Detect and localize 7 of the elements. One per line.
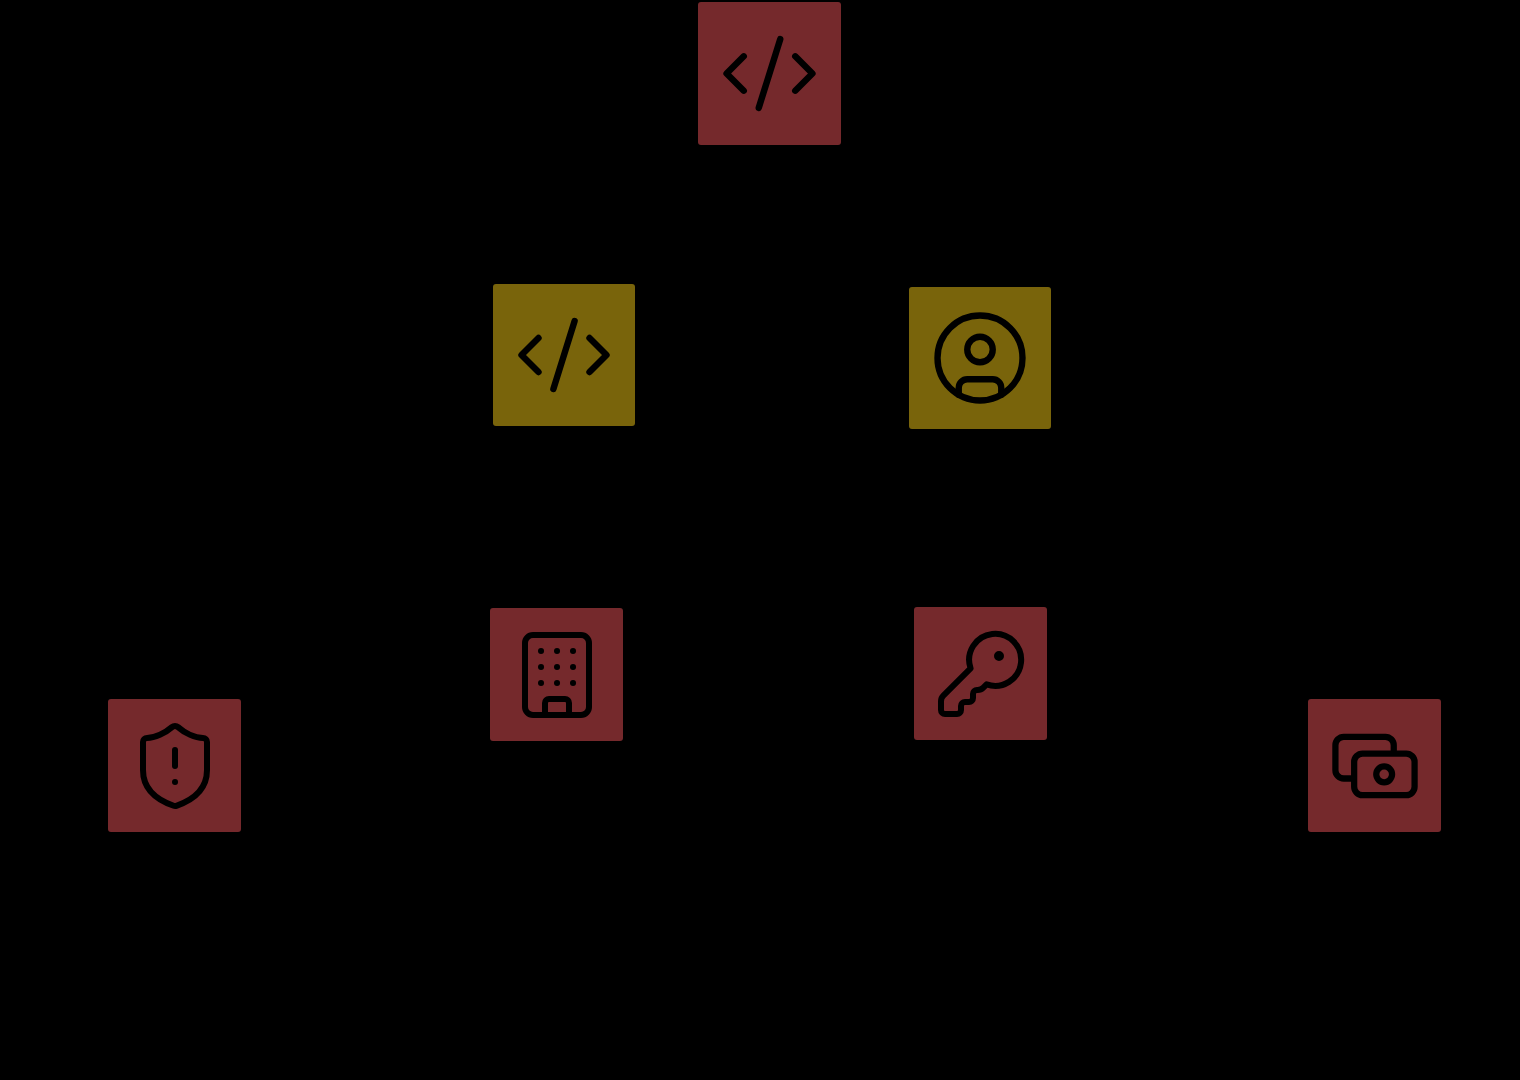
icon-tile xyxy=(108,699,241,832)
icon-tile xyxy=(493,284,635,426)
icon-tile xyxy=(909,287,1051,429)
icon-tile xyxy=(698,2,841,145)
icon-tile xyxy=(1308,699,1441,832)
icon-tile xyxy=(490,608,623,741)
icon-tile xyxy=(914,607,1047,740)
